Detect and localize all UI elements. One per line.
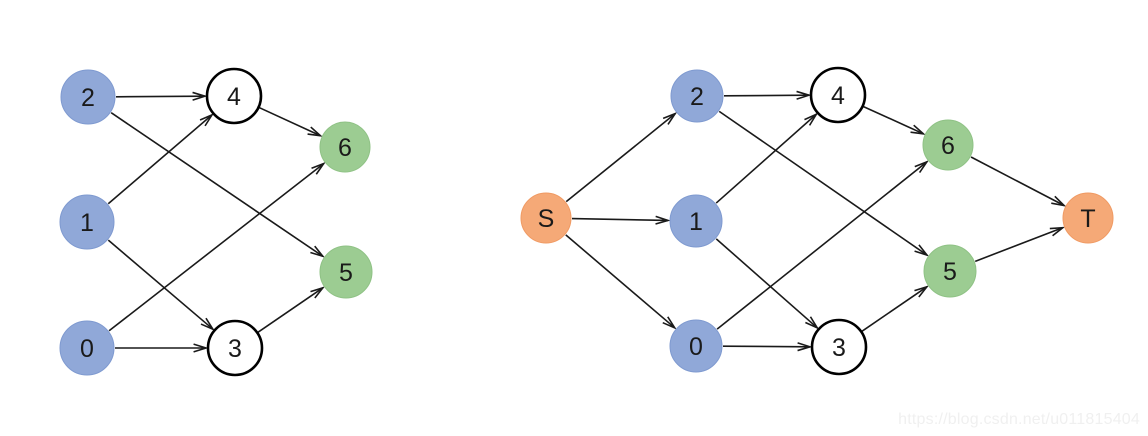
node-circle[interactable] [810,318,868,376]
graph-edge [715,112,819,204]
node-circle[interactable] [59,320,115,376]
graph-node-3[interactable]: 3 [810,318,868,376]
graph-node-0[interactable]: 0 [59,320,115,376]
node-circle[interactable] [922,119,974,171]
graph-edge [107,239,215,331]
graph-edge [108,161,326,332]
node-circle[interactable] [670,69,724,123]
node-circle[interactable] [60,69,116,125]
watermark-text: https://blog.csdn.net/u011815404 [898,411,1140,428]
graph-edge [716,160,930,330]
graph-edge [715,238,820,330]
graph-edge [861,285,930,332]
graph-edge [565,234,677,330]
graph-node-4[interactable]: 4 [205,67,263,125]
graph-edge [863,105,926,135]
graph-node-s[interactable]: S [520,192,572,244]
node-circle[interactable] [205,67,263,125]
graph-edge [571,215,671,225]
graph-node-3[interactable]: 3 [206,319,264,377]
node-circle[interactable] [923,244,977,298]
graph-edge [718,110,930,257]
graph-edge [110,112,326,258]
nodes-layer: 2 1 0 4 3 6 5 S 2 1 0 4 3 6 5 T [59,66,1114,377]
graph-edge [970,156,1067,207]
graph-node-6[interactable]: 6 [319,121,371,173]
graph-edge [565,111,678,203]
edges-layer [107,90,1067,353]
graph-edge [259,106,323,137]
graph-edge [257,286,326,333]
graph-node-6[interactable]: 6 [922,119,974,171]
graph-edge [974,226,1066,263]
node-circle[interactable] [59,194,115,250]
node-circle[interactable] [669,194,723,248]
graph-edge [722,342,813,352]
graph-node-0[interactable]: 0 [669,319,723,373]
graph-node-5[interactable]: 5 [319,245,373,299]
graph-node-5[interactable]: 5 [923,244,977,298]
graph-node-1[interactable]: 1 [669,194,723,248]
graph-node-2[interactable]: 2 [670,69,724,123]
graph-edge [115,91,208,101]
node-circle[interactable] [1062,192,1114,244]
graph-node-4[interactable]: 4 [809,66,867,124]
node-circle[interactable] [319,121,371,173]
node-circle[interactable] [206,319,264,377]
graph-node-1[interactable]: 1 [59,194,115,250]
graph-edge [107,113,215,205]
node-circle[interactable] [520,192,572,244]
node-circle[interactable] [809,66,867,124]
node-circle[interactable] [319,245,373,299]
node-circle[interactable] [669,319,723,373]
graph-edge [115,343,209,353]
graph-edge [723,90,812,100]
graph-node-2[interactable]: 2 [60,69,116,125]
graph-node-t[interactable]: T [1062,192,1114,244]
